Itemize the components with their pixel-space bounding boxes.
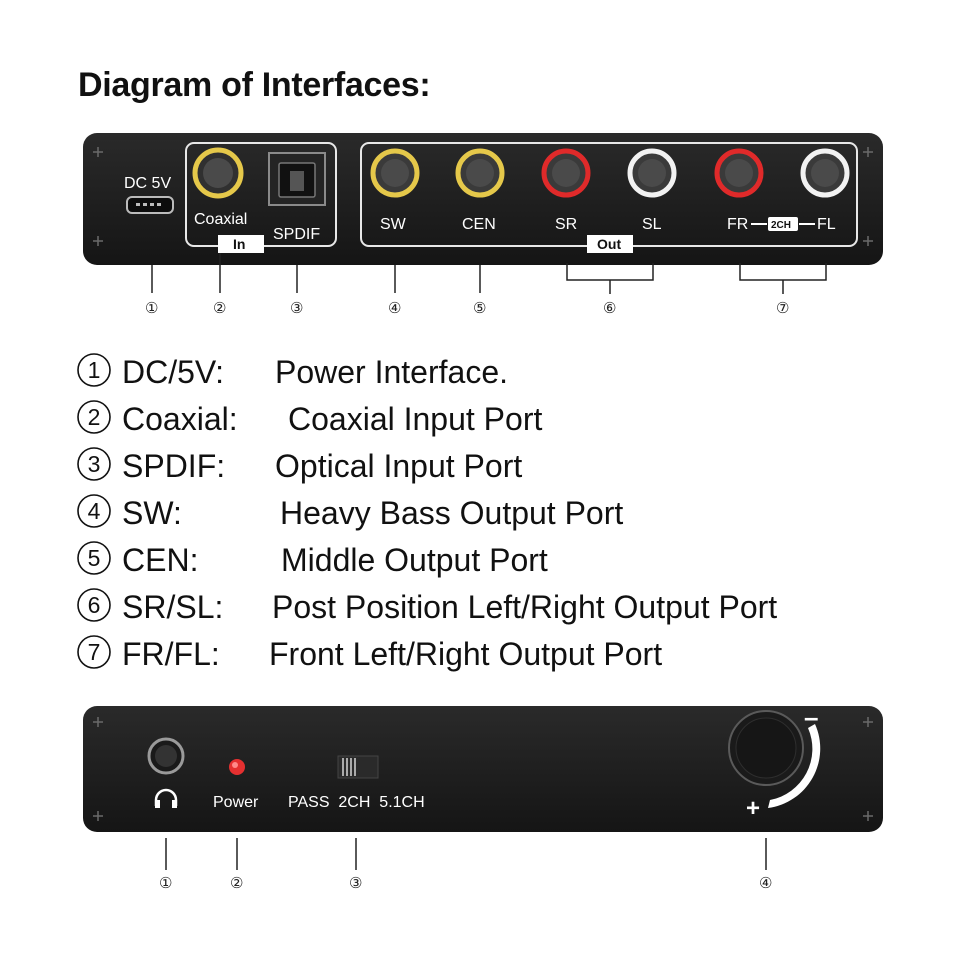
- legend-desc: Front Left/Right Output Port: [269, 636, 663, 672]
- rear-panel-body: [83, 706, 883, 832]
- callout-4: ④: [388, 300, 401, 317]
- cen-port-hole: [466, 159, 494, 187]
- number-circle-icon: 5: [77, 541, 111, 575]
- callout-7: ⑦: [776, 300, 789, 317]
- number-circle-icon: 7: [77, 635, 111, 669]
- fr-label: FR: [727, 216, 748, 233]
- callout-5: ⑤: [473, 300, 486, 317]
- coaxial-port-hole: [203, 158, 233, 188]
- callout-numbers: ① ② ③ ④ ⑤ ⑥ ⑦: [145, 300, 789, 317]
- legend-desc: Coaxial Input Port: [288, 401, 543, 437]
- sw-port-hole: [381, 159, 409, 187]
- legend-desc: Heavy Bass Output Port: [280, 495, 624, 531]
- screw-icon: [93, 147, 873, 246]
- callout-1: ①: [145, 300, 158, 317]
- spdif-label: SPDIF: [273, 226, 320, 243]
- power-led-glow: [232, 762, 238, 768]
- fl-port-hole: [811, 159, 839, 187]
- volume-plus: +: [746, 795, 760, 822]
- callout-4: ④: [759, 875, 772, 892]
- callout-numbers: ① ② ③ ④: [159, 875, 772, 892]
- sr-label: SR: [555, 216, 577, 233]
- callout-2: ②: [213, 300, 226, 317]
- twoch-badge: [768, 217, 798, 231]
- coaxial-label: Coaxial: [194, 211, 247, 228]
- number-circle-icon: 1: [77, 353, 111, 387]
- legend-desc: Middle Output Port: [281, 542, 548, 578]
- switch-mode-labels: PASS 2CH 5.1CH: [288, 794, 425, 811]
- sr-port-hole: [552, 159, 580, 187]
- fl-label: FL: [817, 216, 836, 233]
- out-badge: [587, 235, 633, 253]
- legend-key: CEN:: [122, 542, 199, 578]
- legend-key: SPDIF:: [122, 448, 226, 484]
- svg-text:3: 3: [88, 451, 101, 477]
- svg-text:4: 4: [88, 498, 101, 524]
- cen-label: CEN: [462, 216, 496, 233]
- legend-desc: Post Position Left/Right Output Port: [272, 589, 778, 625]
- svg-text:1: 1: [88, 357, 101, 383]
- front-panel-diagram: DC 5V Coaxial SPDIF In SW CEN SR SL Out …: [83, 133, 883, 317]
- diagram-title: Diagram of Interfaces:: [78, 66, 431, 104]
- power-label: Power: [213, 794, 259, 811]
- legend-key: DC/5V:: [122, 354, 224, 390]
- fr-port-hole: [725, 159, 753, 187]
- callout-lines: [151, 253, 827, 294]
- svg-text:6: 6: [88, 592, 101, 618]
- volume-minus: –: [804, 702, 818, 732]
- callout-3: ③: [290, 300, 303, 317]
- number-circle-icon: 3: [77, 447, 111, 481]
- legend-key: FR/FL:: [122, 636, 220, 672]
- sw-label: SW: [380, 216, 407, 233]
- volume-arc: [768, 724, 821, 808]
- svg-text:5: 5: [88, 545, 101, 571]
- headphone-jack-hole: [155, 745, 177, 767]
- twoch-label: 2CH: [771, 220, 791, 231]
- legend-key: SR/SL:: [122, 589, 224, 625]
- dc-port-pins: [136, 203, 161, 206]
- callout-2: ②: [230, 875, 243, 892]
- legend-desc: Optical Input Port: [275, 448, 523, 484]
- mode-switch-knob: [342, 758, 356, 776]
- sl-port-hole: [638, 159, 666, 187]
- legend-key: Coaxial:: [122, 401, 238, 437]
- number-circle-icon: 2: [77, 400, 111, 434]
- legend-key: SW:: [122, 495, 182, 531]
- legend-desc: Power Interface.: [275, 354, 508, 390]
- in-badge: [218, 235, 264, 253]
- sl-label: SL: [642, 216, 662, 233]
- out-label: Out: [597, 236, 621, 252]
- volume-knob-face: [735, 717, 797, 779]
- number-circle-icon: 6: [77, 588, 111, 622]
- callout-1: ①: [159, 875, 172, 892]
- callout-lines: [165, 838, 767, 870]
- headphone-icon: [154, 788, 178, 808]
- callout-6: ⑥: [603, 300, 616, 317]
- svg-text:2: 2: [88, 404, 101, 430]
- dc-label: DC 5V: [124, 175, 171, 192]
- number-circle-icon: 4: [77, 494, 111, 528]
- in-label: In: [233, 236, 245, 252]
- rear-panel-diagram: Power PASS 2CH 5.1CH – + ① ② ③ ④: [83, 702, 883, 892]
- callout-3: ③: [349, 875, 362, 892]
- screw-icon: [93, 717, 873, 821]
- svg-text:7: 7: [88, 639, 101, 665]
- spdif-port-shutter: [290, 171, 304, 191]
